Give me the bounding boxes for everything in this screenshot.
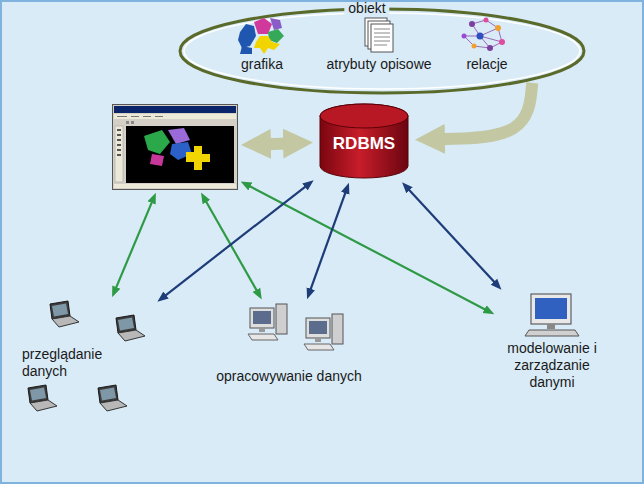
node-label: relacje <box>466 56 507 73</box>
workstation: modelowanie i zarządzanie danymi <box>497 292 607 397</box>
data-flow-arrow <box>265 137 289 150</box>
connection-arrow <box>205 200 257 291</box>
connection-arrow <box>310 191 346 291</box>
workstations-group: opracowywanie danych <box>202 302 377 394</box>
connection-arrow <box>116 201 153 289</box>
attributes-icon: atrybuty opisowe <box>317 18 442 76</box>
node-label: atrybuty opisowe <box>326 56 431 73</box>
node-label: grafika <box>241 56 283 73</box>
laptops-group: przeglądanie danych <box>20 300 155 412</box>
node-label: obiekt <box>344 0 389 17</box>
node-icon <box>112 104 238 190</box>
graphics-icon: grafika <box>222 18 302 76</box>
node-label: opracowywanie danych <box>216 368 362 385</box>
node-label: przeglądanie danych <box>22 346 122 380</box>
connection-arrow <box>408 189 495 284</box>
rdbms-cylinder: RDBMS <box>316 102 412 180</box>
node-label: RDBMS <box>333 134 395 154</box>
gis-window <box>112 104 238 190</box>
object-ellipse: obiektgrafikaatrybuty opisowerelacje <box>177 6 587 96</box>
relations-icon: relacje <box>452 18 522 76</box>
connection-arrow <box>164 186 306 297</box>
node-label: modelowanie i zarządzanie danymi <box>502 340 602 391</box>
